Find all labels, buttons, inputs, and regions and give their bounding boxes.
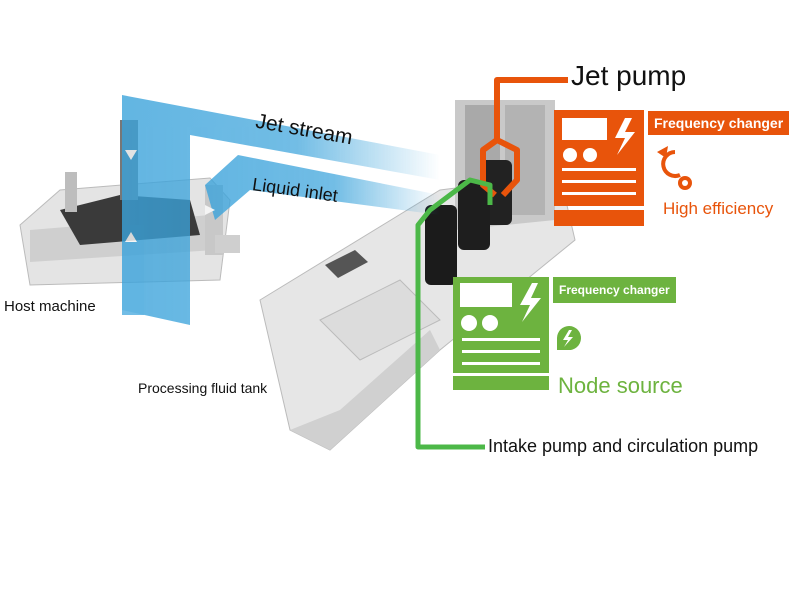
jet-pump-label: Jet pump — [571, 60, 687, 91]
intake-pump-inverter-icon — [453, 277, 549, 390]
leaf-bolt-icon — [557, 326, 581, 351]
jet-pump-frequency-tag: Frequency changer — [648, 111, 790, 135]
jet-pump-inverter-icon — [554, 110, 644, 226]
host-machine-label: Host machine — [4, 298, 96, 315]
node-source-label: Node source — [558, 373, 683, 398]
intake-pump-leader — [415, 177, 493, 450]
cycle-gear-icon — [657, 146, 692, 190]
jet-pump-leader — [480, 77, 568, 198]
high-efficiency-label: High efficiency — [663, 199, 774, 218]
liquid-inlet-band — [205, 155, 440, 220]
jet-stream-band — [122, 95, 440, 325]
intake-pump-frequency-tag: Frequency changer — [553, 277, 676, 303]
processing-fluid-tank-label: Processing fluid tank — [138, 380, 268, 396]
flow-streams — [122, 95, 440, 325]
intake-pump-label: Intake pump and circulation pump — [488, 436, 759, 456]
